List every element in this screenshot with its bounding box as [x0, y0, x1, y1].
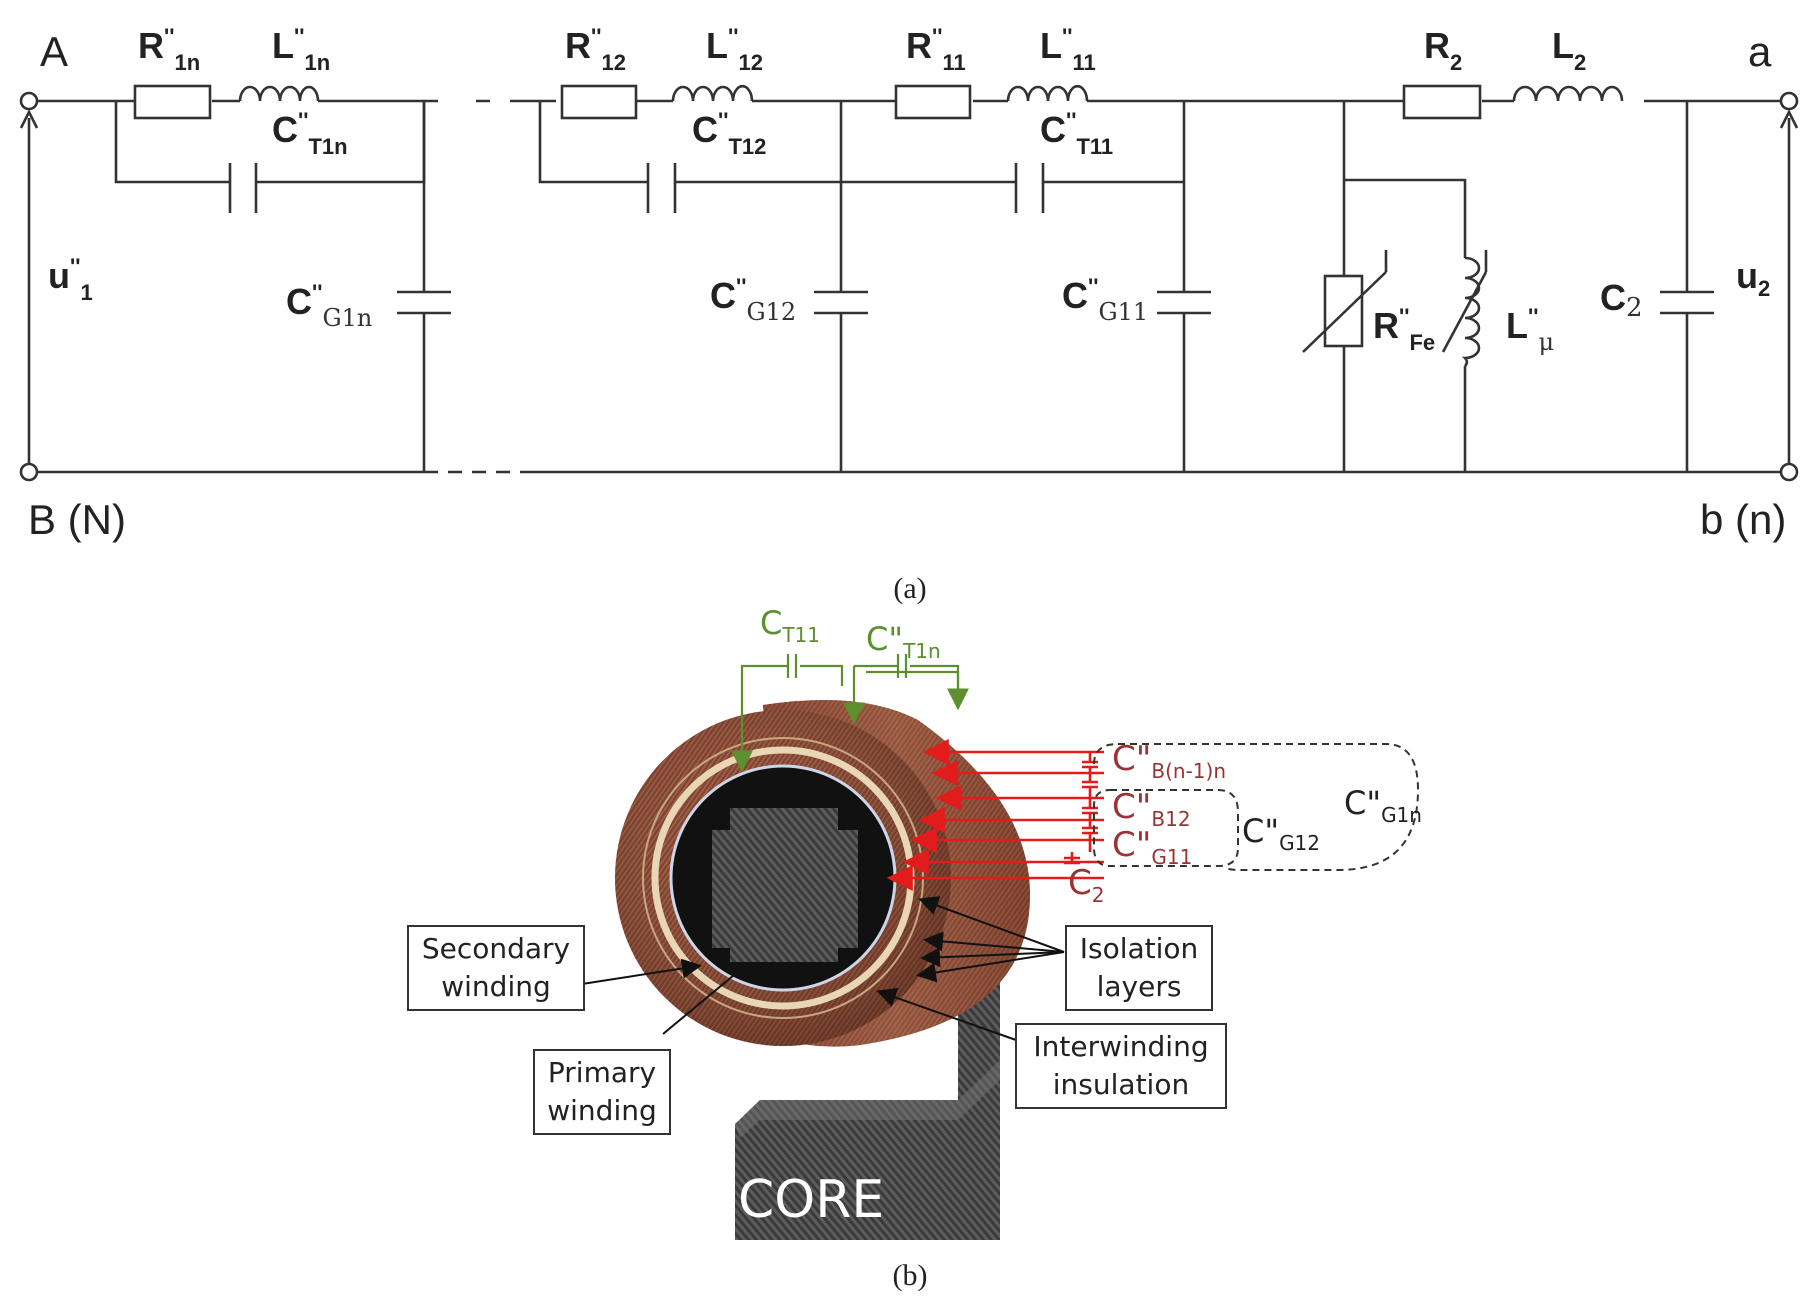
- label-CT11: C''T11: [1040, 108, 1113, 159]
- terminal-B: [19, 462, 39, 482]
- label-CT1n: C''T1n: [272, 108, 348, 159]
- resistor-R12: [560, 84, 638, 120]
- voltage-arrow-u2: [1779, 109, 1799, 464]
- inductor-Lmu: [1461, 256, 1481, 367]
- label-cb12: C"B12: [1112, 787, 1191, 831]
- label-R2: R2: [1424, 25, 1462, 75]
- nonlinear-mark-Lmu: [1441, 250, 1488, 353]
- terminal-A: [19, 91, 39, 111]
- capacitor-stack-bottom: [1082, 798, 1098, 852]
- capacitor-C2: [1660, 101, 1714, 472]
- label-cg11: C"G11: [1112, 825, 1192, 869]
- terminal-label-b: b (n): [1700, 496, 1786, 543]
- caption-b: (b): [893, 1259, 928, 1292]
- capacitor-CG12: [814, 101, 868, 472]
- resistor-R2: [1402, 84, 1482, 120]
- label-CG11: C''G11: [1062, 274, 1148, 326]
- callout-isolation-line1: Isolation: [1080, 932, 1199, 965]
- label-c2: C2: [1068, 863, 1104, 907]
- label-cg12-group: C"G12: [1242, 812, 1320, 855]
- callout-interwinding-box: [1015, 1023, 1227, 1109]
- callout-primary-box: [533, 1049, 671, 1135]
- callout-secondary-box: [407, 925, 585, 1011]
- group-cg1n: [1093, 743, 1420, 871]
- label-C2: C2: [1600, 277, 1643, 323]
- capacitor-CG1n: [397, 101, 451, 472]
- callout-isolation-box: [1065, 925, 1213, 1011]
- capacitor-c2-symbol: [1064, 852, 1080, 865]
- label-L1n: L''1n: [272, 24, 330, 75]
- capacitor-CT1n: [228, 163, 258, 213]
- label-L11: L''11: [1040, 24, 1096, 75]
- voltage-arrow-u1: [19, 109, 39, 464]
- circuit-diagram: A B (N) a b (n) R''1n L''1n C''T1n C''G1…: [19, 24, 1799, 543]
- inductor-L12: [671, 85, 754, 102]
- group-cg12: [1093, 789, 1239, 867]
- label-R11: R''11: [906, 24, 966, 75]
- capacitor-ct11-symbol: [786, 654, 798, 678]
- resistor-R1n: [133, 84, 212, 120]
- terminal-b: [1779, 462, 1799, 482]
- terminal-a: [1779, 91, 1799, 111]
- terminal-label-A: A: [40, 28, 68, 75]
- callout-secondary-line2: winding: [441, 970, 551, 1003]
- label-CG12: C''G12: [710, 274, 796, 326]
- callout-secondary-line1: Secondary: [422, 932, 570, 965]
- inductor-L11: [1006, 85, 1089, 102]
- label-RFe: R''Fe: [1373, 304, 1435, 355]
- core-base: [735, 1060, 1000, 1240]
- callout-primary-line2: winding: [547, 1094, 657, 1127]
- label-cg1n-group: C"G1n: [1344, 784, 1422, 827]
- resistor-R11: [894, 84, 972, 120]
- label-ct1n: C"T1n: [866, 620, 941, 663]
- inductor-L2: [1512, 85, 1624, 102]
- ct-wiring: [740, 664, 960, 762]
- capacitor-CT12: [646, 163, 677, 213]
- capacitor-CG11: [1157, 101, 1211, 472]
- label-Lmu: L''μ: [1506, 304, 1554, 356]
- label-CG1n: C''G1n: [286, 280, 372, 332]
- callout-interwinding-line2: insulation: [1053, 1068, 1189, 1101]
- label-L12: L''12: [706, 24, 763, 75]
- label-L2: L2: [1552, 25, 1586, 75]
- capacitor-ct1n-symbol: [896, 654, 908, 678]
- label-R12: R''12: [565, 24, 626, 75]
- label-u2: u2: [1736, 255, 1770, 301]
- capacitor-CT11: [1014, 163, 1045, 213]
- nonlinear-mark-RFe: [1302, 250, 1388, 353]
- callout-interwinding-line1: Interwinding: [1033, 1030, 1208, 1063]
- caption-a: (a): [893, 572, 926, 605]
- label-R1n: R''1n: [138, 24, 200, 75]
- transformer-illustration: CORE CT11 C"T1n: [407, 604, 1422, 1240]
- label-cbn: C"B(n-1)n: [1112, 739, 1226, 783]
- core-cross-section: [712, 808, 858, 962]
- label-u1: u''1: [48, 254, 93, 305]
- core-label: CORE: [738, 1170, 884, 1230]
- label-CT12: C''T12: [692, 108, 766, 159]
- terminal-label-a: a: [1748, 28, 1772, 75]
- callout-isolation-line2: layers: [1097, 970, 1182, 1003]
- inductor-L1n: [238, 85, 320, 102]
- label-ct11: CT11: [760, 604, 820, 647]
- terminal-label-B: B (N): [28, 496, 126, 543]
- resistor-RFe: [1323, 274, 1364, 348]
- callout-primary-line1: Primary: [548, 1056, 656, 1089]
- capacitor-stack-top: [1082, 752, 1098, 798]
